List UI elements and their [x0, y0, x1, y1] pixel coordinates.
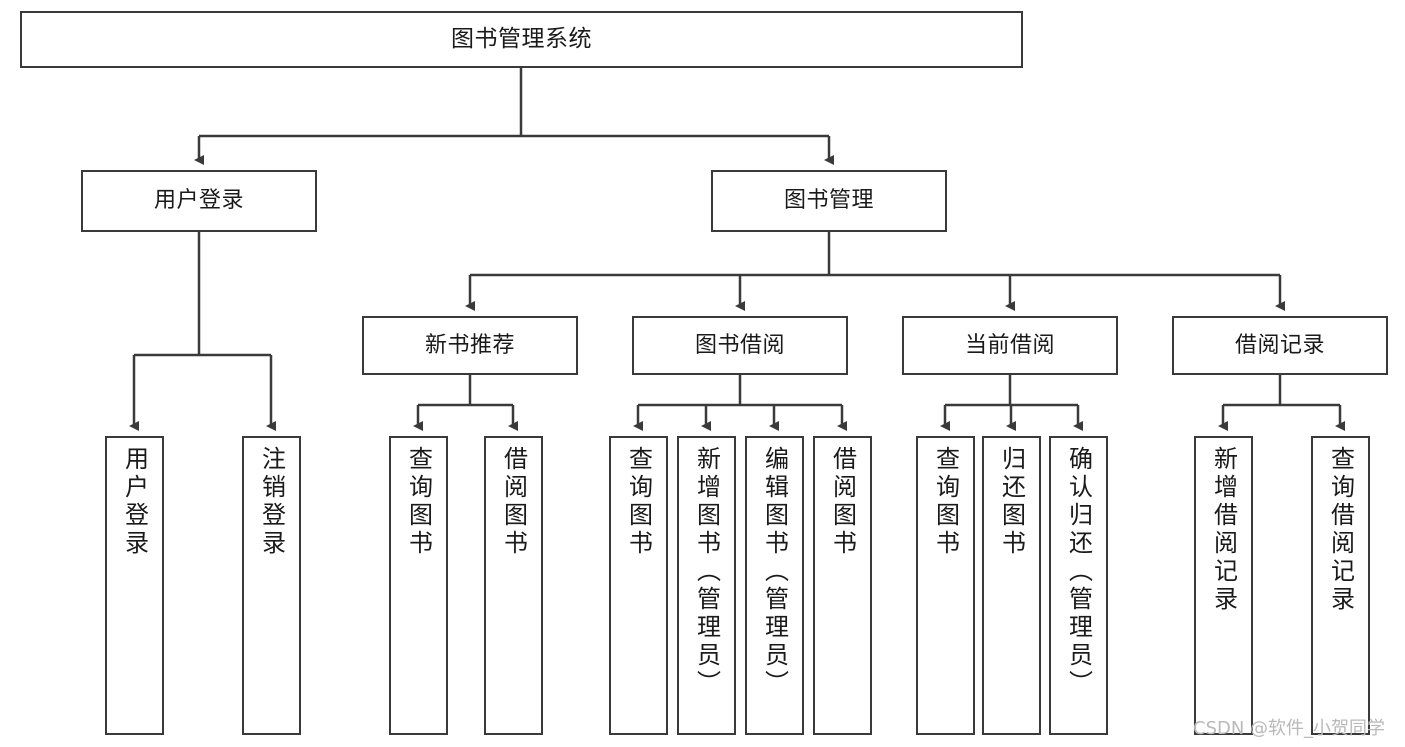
node-book-management[interactable]: 图书管理 — [711, 170, 947, 232]
watermark: CSDN @软件_小贺同学 — [1193, 718, 1386, 739]
node-label: 查询图书 — [624, 446, 653, 558]
node-label: 查询借阅记录 — [1326, 446, 1355, 614]
leaf-query-book-new[interactable]: 查询图书 — [389, 436, 448, 735]
node-label: 用户登录 — [153, 188, 244, 214]
node-label: 编辑图书（管理员） — [760, 446, 789, 698]
leaf-borrow-book-new[interactable]: 借阅图书 — [484, 436, 543, 735]
node-label: 图书借阅 — [694, 332, 785, 358]
leaf-query-book-current[interactable]: 查询图书 — [916, 436, 975, 735]
node-book-borrow[interactable]: 图书借阅 — [632, 316, 848, 375]
leaf-return-book[interactable]: 归还图书 — [982, 436, 1041, 735]
node-label: 借阅图书 — [499, 446, 528, 558]
leaf-logout[interactable]: 注销登录 — [242, 436, 301, 735]
node-label: 查询图书 — [404, 446, 433, 558]
leaf-add-borrow-record[interactable]: 新增借阅记录 — [1194, 436, 1253, 735]
leaf-query-book-borrow[interactable]: 查询图书 — [609, 436, 668, 735]
node-borrow-record[interactable]: 借阅记录 — [1172, 316, 1388, 375]
leaf-confirm-return-admin[interactable]: 确认归还（管理员） — [1049, 436, 1108, 735]
node-label: 图书管理 — [783, 188, 874, 214]
leaf-borrow-book[interactable]: 借阅图书 — [813, 436, 872, 735]
node-new-book-recommend[interactable]: 新书推荐 — [362, 316, 578, 375]
node-label: 借阅记录 — [1234, 332, 1325, 358]
node-label: 新增借阅记录 — [1209, 446, 1238, 614]
node-label: 查询图书 — [931, 446, 960, 558]
node-root-system[interactable]: 图书管理系统 — [20, 11, 1023, 68]
node-label: 新书推荐 — [424, 332, 515, 358]
leaf-user-login[interactable]: 用户登录 — [105, 436, 164, 735]
node-current-borrow[interactable]: 当前借阅 — [902, 316, 1118, 375]
node-label: 用户登录 — [120, 446, 149, 558]
node-label: 新增图书（管理员） — [692, 446, 721, 698]
node-label: 当前借阅 — [964, 332, 1055, 358]
node-label: 归还图书 — [997, 446, 1026, 558]
leaf-query-borrow-record[interactable]: 查询借阅记录 — [1311, 436, 1370, 735]
leaf-add-book-admin[interactable]: 新增图书（管理员） — [677, 436, 736, 735]
node-label: 图书管理系统 — [451, 25, 592, 52]
node-user-login[interactable]: 用户登录 — [81, 170, 317, 232]
node-label: 确认归还（管理员） — [1064, 446, 1093, 698]
leaf-edit-book-admin[interactable]: 编辑图书（管理员） — [745, 436, 804, 735]
node-label: 注销登录 — [257, 446, 286, 558]
node-label: 借阅图书 — [828, 446, 857, 558]
